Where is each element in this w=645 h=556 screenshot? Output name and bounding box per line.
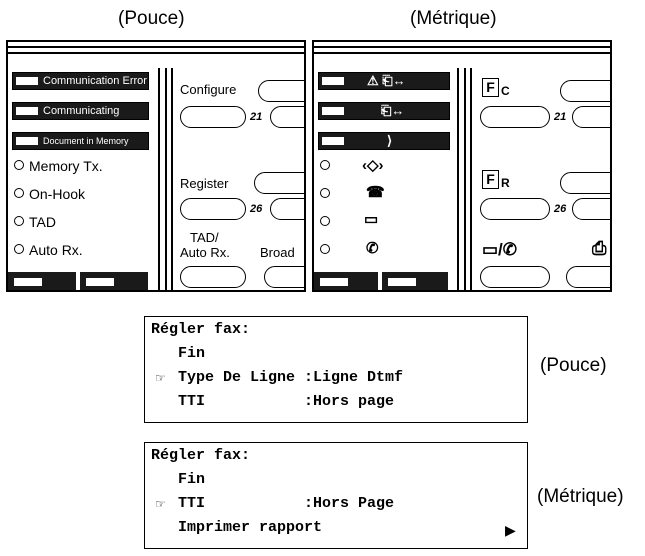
inch-operation-panel: Communication Error Communicating Docume…: [6, 40, 306, 292]
lcd-display-inch: Régler fax: Fin ☞ Type De Ligne :Ligne D…: [144, 316, 528, 423]
configure-button[interactable]: [258, 80, 304, 102]
memory-tx-indicator: Memory Tx.: [14, 158, 103, 174]
auto-rx-indicator: Auto Rx.: [14, 242, 83, 258]
tad-auto-rx-button[interactable]: [480, 266, 550, 288]
broadcast-icon: ⎙: [592, 238, 607, 258]
key-number-26: 26: [554, 203, 567, 215]
broadcast-button[interactable]: [566, 266, 610, 288]
memory-tx-indicator: [320, 158, 335, 174]
lcd-line-title: Régler fax:: [151, 321, 251, 338]
on-hook-icon: ☎: [366, 184, 385, 201]
one-touch-key-27[interactable]: [270, 198, 304, 220]
one-touch-key-21[interactable]: [480, 106, 550, 128]
lcd-line-2: Type De Ligne :Ligne Dtmf: [151, 369, 404, 386]
panel-key-left[interactable]: [314, 272, 378, 290]
panel-key-left[interactable]: [8, 272, 76, 290]
auto-rx-indicator: [320, 242, 335, 258]
tad-auto-rx-button[interactable]: [180, 266, 246, 288]
panel-key-right[interactable]: [382, 272, 448, 290]
one-touch-key-22[interactable]: [270, 106, 304, 128]
one-touch-key-21[interactable]: [180, 106, 246, 128]
one-touch-key-26[interactable]: [180, 198, 246, 220]
tad-indicator: TAD: [14, 214, 56, 230]
caption-inch: (Pouce): [118, 8, 185, 29]
tad-label-line1: TAD/: [190, 230, 219, 245]
broadcast-label: Broad: [260, 245, 295, 260]
lcd-display-metric: Régler fax: Fin ☞ TTI :Hors Page Imprime…: [144, 442, 528, 549]
key-number-21: 21: [554, 111, 567, 123]
auto-rx-icon: ✆: [366, 240, 379, 257]
fc-button[interactable]: [560, 80, 610, 102]
key-number-21: 21: [250, 111, 263, 123]
lcd-line-3: TTI :Hors page: [151, 393, 395, 410]
one-touch-key-26[interactable]: [480, 198, 550, 220]
lcd-line-2: TTI :Hors Page: [151, 495, 395, 512]
memory-icon: ⟩: [387, 133, 393, 148]
key-number-26: 26: [250, 203, 263, 215]
error-icon: ⚠ ⎗↔: [367, 73, 406, 88]
more-right-icon: ▶: [505, 523, 516, 539]
cursor-icon: ☞: [155, 497, 166, 511]
memory-tx-icon: ‹◇›: [362, 157, 384, 174]
lcd-label-inch: (Pouce): [540, 355, 607, 376]
one-touch-key-22[interactable]: [572, 106, 610, 128]
tad-icon: ▭: [364, 211, 379, 228]
panel-key-right[interactable]: [80, 272, 148, 290]
broadcast-button[interactable]: [264, 266, 304, 288]
tad-auto-rx-icon: ▭/✆: [482, 240, 518, 259]
f-icon: F: [482, 78, 499, 97]
lcd-line-title: Régler fax:: [151, 447, 251, 464]
lcd-line-3: Imprimer rapport: [151, 519, 323, 536]
tad-indicator: [320, 214, 335, 230]
register-label: Register: [180, 176, 229, 191]
caption-metric: (Métrique): [410, 8, 497, 29]
on-hook-indicator: [320, 186, 335, 202]
cursor-icon: ☞: [155, 371, 166, 385]
one-touch-key-27[interactable]: [572, 198, 610, 220]
lcd-label-metric: (Métrique): [537, 486, 624, 507]
f-icon: F: [482, 170, 499, 189]
on-hook-indicator: On-Hook: [14, 186, 85, 202]
configure-label: Configure: [180, 82, 237, 97]
register-button[interactable]: [254, 172, 304, 194]
tad-label-line2: Auto Rx.: [180, 245, 230, 260]
communicating-icon: ⎗↔: [381, 103, 405, 118]
lcd-line-1: Fin: [151, 345, 206, 362]
fr-button[interactable]: [560, 172, 610, 194]
lcd-line-1: Fin: [151, 471, 206, 488]
